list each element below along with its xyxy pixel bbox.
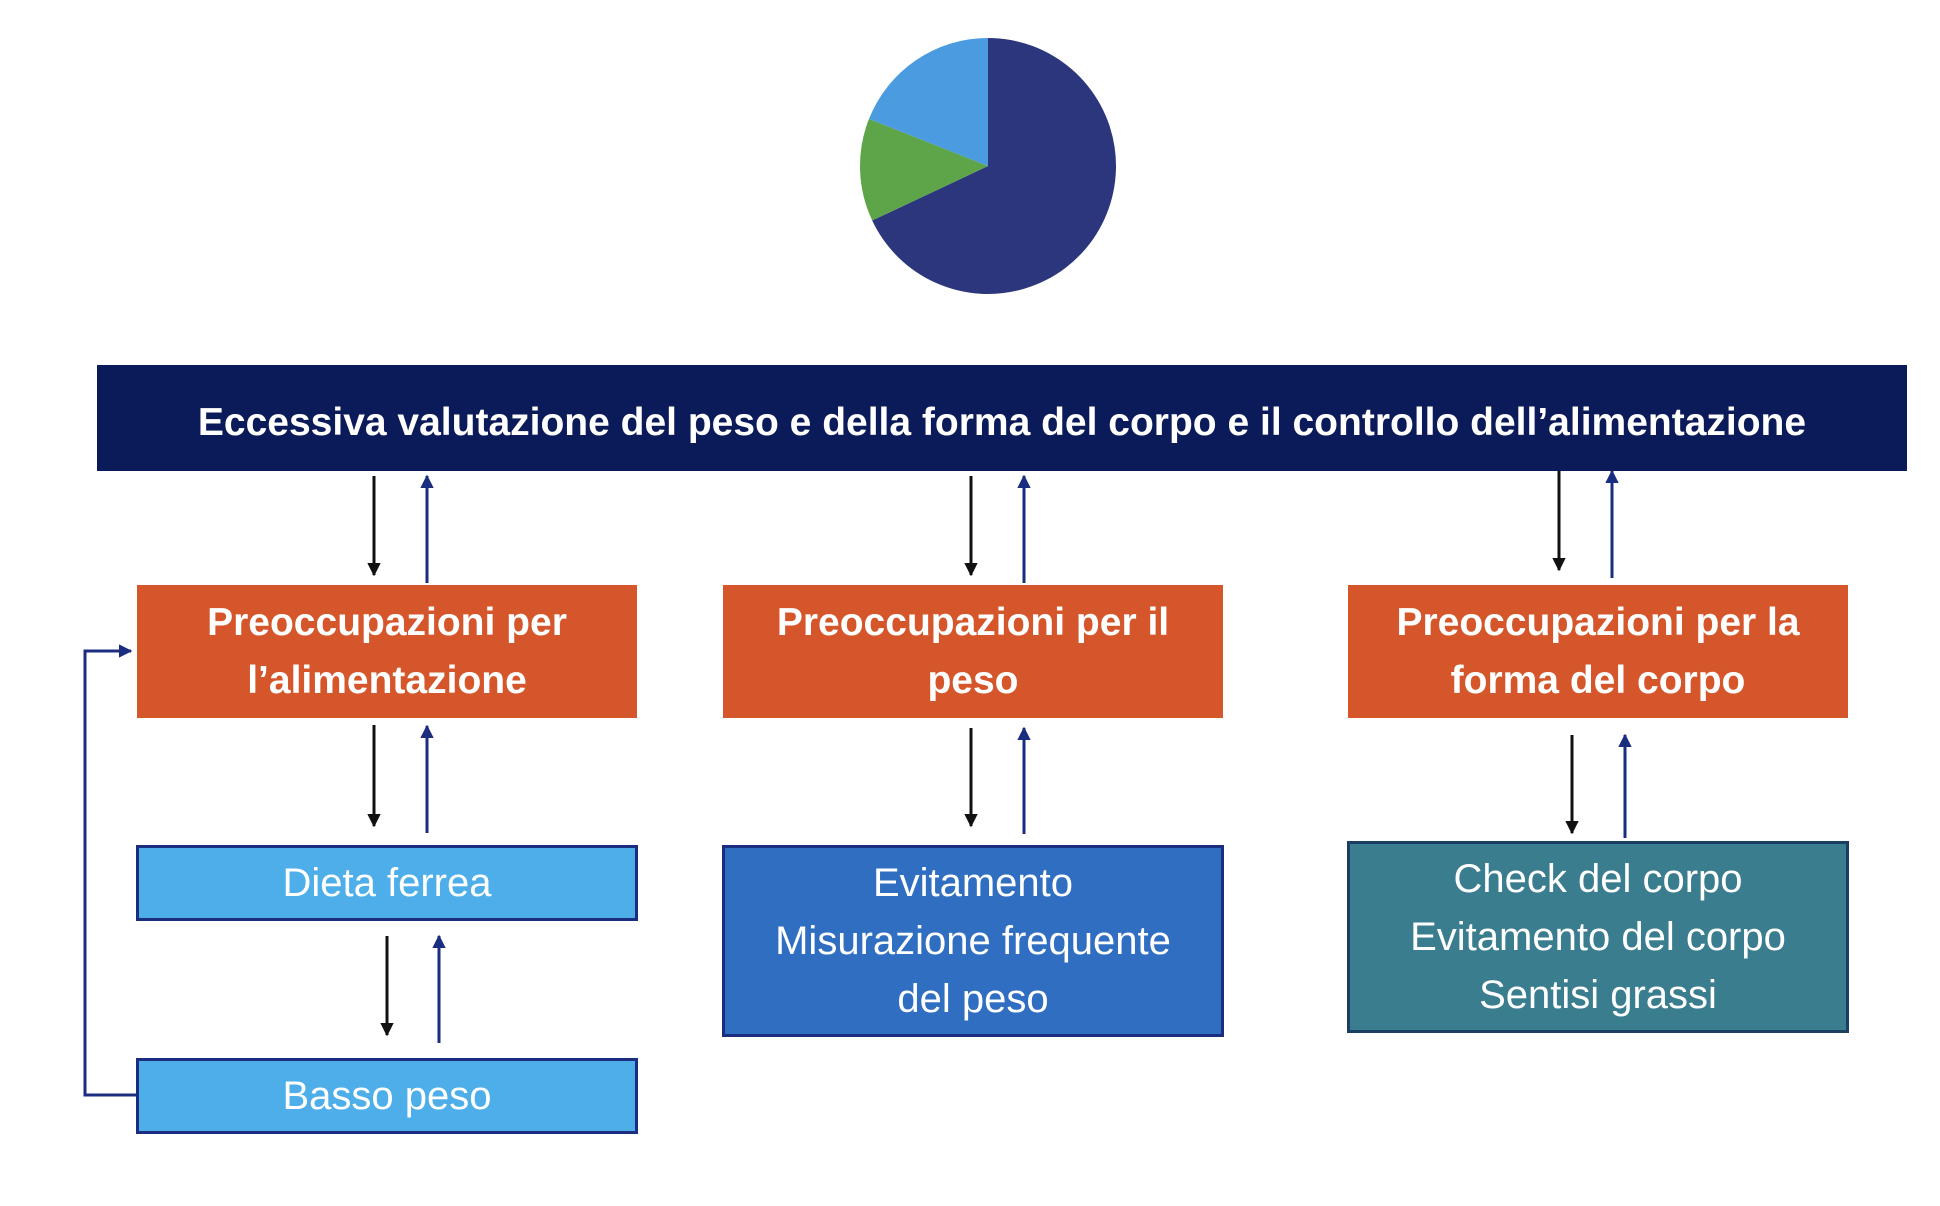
pie-chart bbox=[860, 38, 1116, 294]
shape-concern-line-2: forma del corpo bbox=[1450, 658, 1746, 702]
pie-slice-3 bbox=[868, 38, 988, 166]
shape-behaviour-box: Check del corpo Evitamento del corpo Sen… bbox=[1347, 841, 1849, 1033]
low-weight-box: Basso peso bbox=[136, 1058, 638, 1134]
strict-diet-box: Dieta ferrea bbox=[136, 845, 638, 921]
shape-behaviour-line-1: Check del corpo bbox=[1453, 857, 1743, 901]
low-weight-label: Basso peso bbox=[282, 1073, 492, 1118]
top-bar-text: Eccessiva valutazione del peso e della f… bbox=[197, 401, 1807, 444]
weight-behaviour-line-3: del peso bbox=[897, 977, 1049, 1021]
shape-behaviour-line-3: Sentisi grassi bbox=[1479, 973, 1717, 1017]
strict-diet-label: Dieta ferrea bbox=[282, 860, 492, 905]
weight-behaviour-line-2: Misurazione frequente bbox=[775, 919, 1171, 963]
pie-slice-1 bbox=[872, 38, 1116, 294]
shape-concern-line-1: Preoccupazioni per la bbox=[1396, 600, 1800, 644]
weight-behaviour-box: Evitamento Misurazione frequente del pes… bbox=[722, 845, 1224, 1037]
feedback-loop-arrow-icon bbox=[83, 644, 137, 1097]
weight-concern-line-2: peso bbox=[927, 658, 1019, 702]
weight-behaviour-line-1: Evitamento bbox=[872, 861, 1074, 905]
top-bar-overvaluation: Eccessiva valutazione del peso e della f… bbox=[97, 365, 1907, 471]
shape-concern-box: Preoccupazioni per la forma del corpo bbox=[1348, 585, 1848, 718]
shape-behaviour-line-2: Evitamento del corpo bbox=[1410, 915, 1786, 959]
pie-slice-2 bbox=[860, 118, 988, 221]
weight-concern-box: Preoccupazioni per il peso bbox=[723, 585, 1223, 718]
weight-concern-line-1: Preoccupazioni per il bbox=[776, 600, 1170, 644]
food-concern-box: Preoccupazioni per l’alimentazione bbox=[137, 585, 637, 718]
food-concern-line-2: l’alimentazione bbox=[247, 658, 527, 702]
food-concern-line-1: Preoccupazioni per bbox=[207, 600, 567, 644]
